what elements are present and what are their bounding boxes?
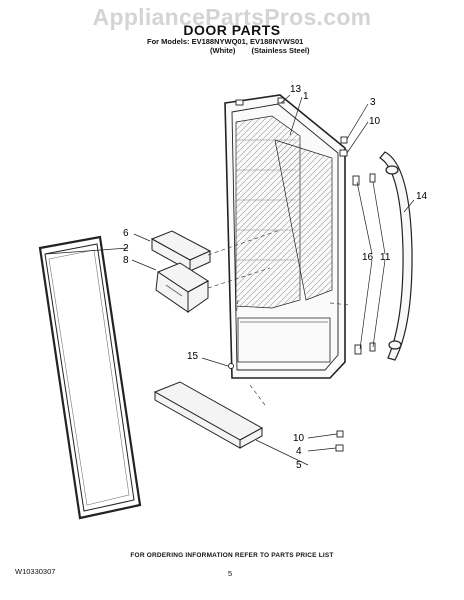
model-variants: (White) (Stainless Steel) (210, 46, 309, 55)
callout-15: 15 (187, 351, 199, 362)
callout-3: 3 (370, 97, 376, 108)
callout-14: 14 (416, 191, 428, 202)
handle-hardware (228, 97, 376, 452)
ordering-note: FOR ORDERING INFORMATION REFER TO PARTS … (130, 552, 334, 559)
callout-11: 11 (380, 252, 391, 263)
callout-2: 2 (123, 243, 129, 254)
document-number: W10330307 (15, 567, 56, 576)
callout-labels: 13 1 3 10 14 6 2 8 16 11 15 10 4 5 (123, 84, 428, 471)
callout-1: 1 (303, 91, 309, 102)
callout-10-upper: 10 (369, 116, 381, 127)
callout-8: 8 (123, 255, 129, 266)
variant-stainless: (Stainless Steel) (251, 46, 310, 55)
page-number: 5 (228, 569, 233, 578)
door-handle (379, 151, 413, 361)
door-bin-lower (155, 262, 209, 313)
page-title: DOOR PARTS (183, 22, 281, 38)
door-trim (153, 381, 264, 449)
callout-4: 4 (296, 446, 302, 457)
models-line: For Models: EV188NYWQ01, EV188NYWS01 (147, 37, 304, 46)
callout-leaders (45, 94, 415, 466)
variant-white: (White) (210, 46, 236, 55)
callout-10-lower: 10 (293, 433, 305, 444)
callout-16: 16 (362, 252, 374, 263)
leader-dashes (207, 229, 351, 406)
door-gasket (38, 235, 142, 520)
door-liner (224, 94, 346, 379)
callout-5: 5 (296, 460, 302, 471)
callout-6: 6 (123, 228, 129, 239)
callout-13: 13 (290, 84, 302, 95)
watermark: AppliancePartsPros.com (92, 4, 372, 30)
